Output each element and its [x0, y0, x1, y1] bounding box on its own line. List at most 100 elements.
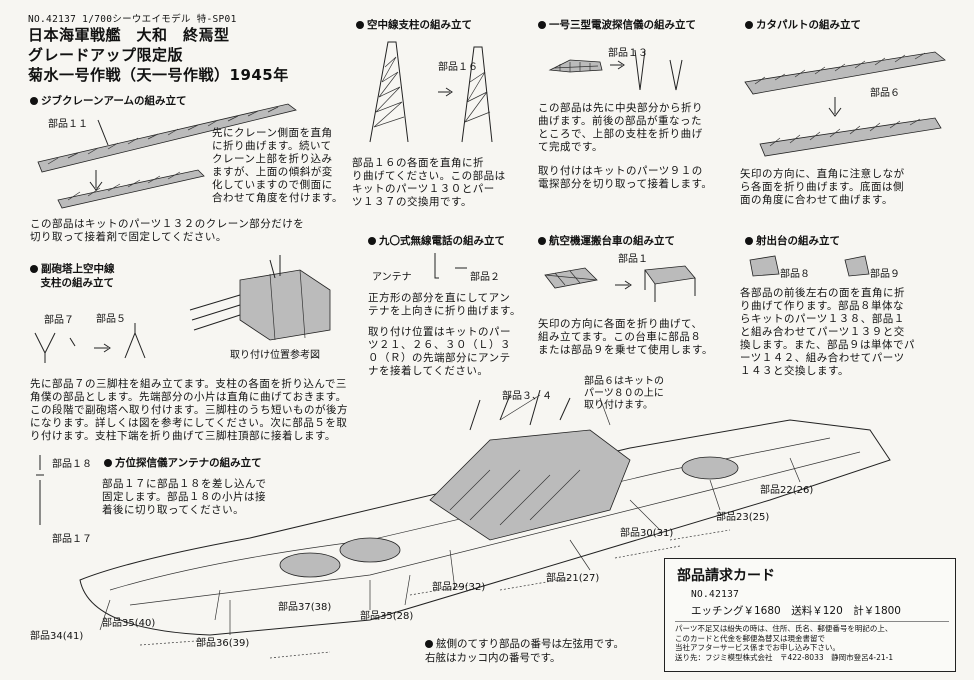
bullet-icon — [745, 237, 753, 245]
jib-crane-desc: 先にクレーン側面を直角 に折り曲げます。続いて クレーン上部を折り込み ますが、… — [212, 127, 343, 204]
part5-label: 部品５ — [96, 314, 126, 325]
direction-finder-diagram — [36, 455, 44, 525]
jib-crane-note: この部品はキットのパーツ１３２のクレーン部分だけを 切り取って接着剤で固定してく… — [30, 218, 305, 243]
mast-on-turret — [269, 255, 281, 279]
order-card-fine-print: パーツ不足又は紛失の時は、住所、氏名、郵便番号を明記の上、 このカードと代金を郵… — [675, 624, 894, 662]
part8-shape — [749, 255, 780, 277]
radio-antenna-desc: 正方形の部分を直にしてアン テナを上向きに折り曲げます。 — [368, 292, 521, 317]
radio-antenna-diagram — [434, 253, 467, 279]
part2-label: 部品２ — [470, 272, 500, 283]
radar-support — [669, 59, 683, 91]
hull-note-p6: 部品６はキットの パーツ８０の上に 取り付けます。 — [584, 376, 664, 411]
down-arrow-icon — [828, 97, 842, 117]
turret-barrels — [189, 294, 241, 331]
jib-crane-header: ジブクレーンアームの組み立て — [30, 93, 187, 108]
down-arrow-icon — [89, 170, 103, 191]
right-arrow-icon — [94, 343, 111, 353]
hull-label-p21: 部品21(27) — [546, 573, 600, 584]
railing-strips — [139, 529, 731, 659]
aerial-mast-part-label: 部品１６ — [438, 62, 478, 73]
jib-crane-part-label: 部品１１ — [48, 119, 88, 130]
part1-label: 部品１ — [618, 254, 648, 265]
antenna-rod — [434, 253, 439, 279]
leader-lines — [99, 394, 801, 635]
part9-shape — [844, 255, 870, 277]
aerial-mast-diagram — [369, 41, 493, 143]
turret-reference-diagram — [189, 255, 331, 341]
ship-superstructure — [429, 390, 631, 541]
catapult-part-label: 部品６ — [870, 88, 900, 99]
hull-label-p22: 部品22(26) — [760, 485, 814, 496]
part5-piece — [69, 337, 76, 347]
radio-antenna-desc-2: 取り付け位置はキットのパー ツ２１、２６、３０（Ｌ）３ ０（Ｒ）の先端部分にアン… — [368, 326, 511, 377]
bullet-icon — [368, 237, 376, 245]
part7-label: 部品７ — [44, 315, 74, 326]
ref-diagram-label: 取り付け位置参考図 — [230, 350, 320, 361]
radar-desc-2: 取り付けはキットのパーツ９１の 電探部分を切り取って接着します。 — [538, 165, 713, 190]
hull-label-p35-40: 部品35(40) — [102, 618, 156, 629]
bullet-icon — [30, 97, 38, 105]
secondary-mast-desc: 先に部品７の三脚柱を組み立てます。支柱の各面を折り込んで三 角僕の部品とします。… — [30, 378, 348, 442]
right-arrow-icon — [438, 87, 453, 97]
right-arrow-icon — [610, 60, 625, 70]
product-code: NO.42137 1/700シーウエイモデル 特-SP01 — [28, 14, 237, 25]
bullet-icon — [30, 265, 38, 273]
hull-label-p35-28: 部品35(28) — [360, 611, 414, 622]
bullet-icon — [538, 237, 546, 245]
hull-diagram — [79, 390, 891, 659]
tripod-assembled — [124, 323, 146, 359]
ship-turrets — [279, 456, 739, 578]
radar-desc: この部品は先に中央部分から折り 曲げます。前後の部品が重なった ところで、上部の… — [538, 102, 703, 153]
order-card-divider — [675, 621, 949, 622]
secondary-mast-header: 副砲塔上空中線 支柱の組み立て — [30, 262, 115, 290]
part18-label: 部品１８ — [52, 459, 92, 470]
radar-part-label: 部品１３ — [608, 48, 648, 59]
cart-flat — [544, 267, 598, 289]
catapult-diagram — [744, 51, 946, 157]
aerial-mast-header: 空中線支柱の組み立て — [356, 17, 472, 32]
catapult-flat — [744, 51, 946, 95]
order-card: 部品請求カード NO.42137 エッチング￥1680 送料￥120 計￥180… — [664, 558, 956, 672]
direction-finder-header: 方位探信儀アンテナの組み立て — [104, 455, 262, 470]
order-card-price: エッチング￥1680 送料￥120 計￥1800 — [691, 605, 901, 617]
title-line-1: 日本海軍戦艦 大和 終焉型 — [28, 26, 230, 44]
hull-label-p37: 部品37(38) — [278, 602, 332, 613]
launch-base-desc: 各部品の前後左右の面を直角に折 り曲げて作ります。部品８単体な らキットのパーツ… — [740, 287, 915, 377]
launch-base-header: 射出台の組み立て — [745, 233, 840, 248]
antenna-pole — [36, 455, 44, 525]
direction-finder-desc: 部品１７に部品１８を差し込んで 固定します。部品１８の小片は接 着後に切り取って… — [102, 478, 267, 516]
tripod-part7 — [34, 332, 56, 363]
hull-label-p29: 部品29(32) — [432, 582, 486, 593]
catapult-desc: 矢印の方向に、直角に注意しなが ら各面を折り曲げます。底面は側 面の角度に合わせ… — [740, 168, 905, 206]
aerial-mast-desc: 部品１６の各面を直角に折 り曲げてください。この部品は キットのパーツ１３０とパ… — [352, 157, 506, 208]
radar-diagram — [548, 49, 683, 91]
part17-label: 部品１７ — [52, 534, 92, 545]
leader-line — [97, 119, 109, 146]
bullet-icon — [104, 459, 112, 467]
hull-label-p23: 部品23(25) — [716, 512, 770, 523]
bullet-icon — [538, 21, 546, 29]
mast-lattice-left — [369, 41, 409, 143]
aircraft-cart-diagram — [544, 265, 696, 302]
crane-arm-bottom — [57, 169, 205, 209]
aircraft-cart-desc: 矢印の方向に各面を折り曲げて、 組み立てます。この台車に部品８ または部品９を乗… — [538, 318, 713, 356]
order-card-code: NO.42137 — [691, 589, 740, 600]
crane-arm-top — [37, 103, 297, 173]
title-line-2: グレードアップ限定版 — [28, 46, 184, 64]
part9-label: 部品９ — [870, 269, 900, 280]
hull-label-p30: 部品30(31) — [620, 528, 674, 539]
hull-label-p36: 部品36(39) — [196, 638, 250, 649]
jib-crane-diagram — [37, 103, 297, 209]
antenna-label: アンテナ — [372, 272, 412, 283]
cart-assembled — [644, 265, 696, 302]
mast-lattice-right — [461, 46, 493, 143]
radio-antenna-header: 九〇式無線電話の組み立て — [368, 233, 505, 248]
hull-label-p3-4: 部品３、４ — [502, 391, 552, 402]
title-line-3: 菊水一号作戦（天一号作戦）1945年 — [28, 66, 289, 84]
secondary-mast-diagram — [34, 323, 146, 363]
radar-folded — [634, 49, 646, 91]
bullet-icon — [425, 640, 433, 648]
hull-label-p34: 部品34(41) — [30, 631, 84, 642]
bullet-icon — [356, 21, 364, 29]
aircraft-cart-header: 航空機運搬台車の組み立て — [538, 233, 675, 248]
